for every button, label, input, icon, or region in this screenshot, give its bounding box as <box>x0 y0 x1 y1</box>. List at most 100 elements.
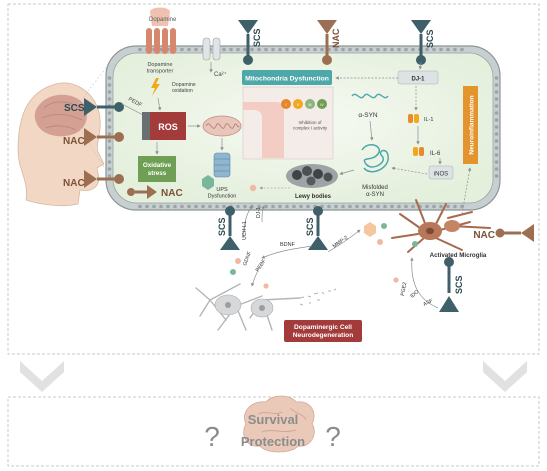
uch-l1-arrow <box>242 205 253 239</box>
asf-label: ASF <box>422 298 434 308</box>
membrane-bead <box>494 118 499 122</box>
il1-label: IL-1 <box>424 117 433 123</box>
membrane-bead <box>369 47 373 52</box>
proteasome-icon <box>213 152 231 178</box>
membrane-beads <box>107 47 499 209</box>
misfolded-to-lewy-arrow <box>339 169 355 175</box>
scs-label-bottom-1: SCS <box>217 217 227 236</box>
membrane-bead <box>152 204 156 209</box>
membrane-bead <box>369 204 373 209</box>
alpha-syn-strand <box>351 93 389 99</box>
membrane-bead <box>299 204 303 209</box>
chevron-down-icon-right <box>483 361 527 392</box>
membrane-bead <box>107 146 112 150</box>
membrane-bead <box>243 204 247 209</box>
membrane-bead <box>494 83 499 87</box>
nac-receptor-left-2: NAC <box>63 170 124 189</box>
membrane-bead <box>180 47 184 52</box>
orange-hexagon-icon <box>364 222 376 237</box>
membrane-bead <box>194 204 198 209</box>
membrane-bead <box>397 47 401 52</box>
membrane-bead <box>271 47 275 52</box>
activated-microglia-label: Activated Microglia <box>430 252 487 259</box>
membrane-bead <box>107 118 112 122</box>
gdnf-label: GDNF <box>242 251 253 267</box>
membrane-bead <box>494 174 499 178</box>
membrane-bead <box>494 139 499 143</box>
membrane-bead <box>292 47 296 52</box>
mmp2-arrow <box>327 229 361 253</box>
pink-factor-dot-2 <box>263 283 269 289</box>
membrane-bead <box>327 204 331 209</box>
pink-factor-dot-4 <box>393 277 399 283</box>
membrane-bead <box>362 204 366 209</box>
ros-box: ROS <box>142 112 186 140</box>
membrane-bead <box>107 76 112 80</box>
membrane-bead <box>107 174 112 178</box>
membrane-bead <box>236 47 240 52</box>
membrane-bead <box>446 47 450 52</box>
mitochondrion-icon <box>202 115 242 137</box>
membrane-bead <box>222 204 226 209</box>
membrane-bead <box>453 47 457 52</box>
il1-icon <box>408 114 419 123</box>
membrane-bead <box>313 47 317 52</box>
ido-label: IDO <box>409 289 420 300</box>
degenerating-neurons-icon <box>195 283 337 331</box>
scs-receptor-top-1: SCS <box>238 20 262 65</box>
pink-factor-dot-1 <box>235 258 241 264</box>
nac-receptor-left-1: NAC <box>63 128 124 147</box>
membrane-bead <box>285 204 289 209</box>
human-head-icon <box>17 82 105 207</box>
mito-dysfunction-label: Mitochondria Dysfunction <box>245 76 329 83</box>
ros-label: ROS <box>158 122 178 132</box>
membrane-bead <box>107 111 112 115</box>
dj1-arrow-label: DJ-1 <box>256 207 262 218</box>
mmp2-label: MMP-2 <box>332 235 349 250</box>
nac-label-left-1: NAC <box>63 136 85 147</box>
membrane-bead <box>306 47 310 52</box>
membrane-bead <box>320 47 324 52</box>
membrane-bead <box>383 204 387 209</box>
membrane-bead <box>432 47 436 52</box>
membrane-bead <box>348 47 352 52</box>
neuroinflammation-label: Neuroinflammation <box>469 95 476 154</box>
membrane-bead <box>208 204 212 209</box>
membrane-bead <box>494 146 499 150</box>
membrane-bead <box>494 132 499 136</box>
membrane-bead <box>299 47 303 52</box>
membrane-bead <box>145 204 149 209</box>
membrane-bead <box>390 204 394 209</box>
membrane-bead <box>460 47 464 52</box>
membrane-bead <box>494 104 499 108</box>
scs-label-bottom-2: SCS <box>305 217 315 236</box>
membrane-bead <box>159 204 163 209</box>
pink-factor-dot-3 <box>377 239 383 245</box>
alpha-syn-to-misfolded-arrow <box>369 120 374 141</box>
membrane-bead <box>264 204 268 209</box>
membrane-bead <box>494 167 499 171</box>
membrane-bead <box>138 204 142 209</box>
il6-label: IL-6 <box>430 151 441 157</box>
uch-l1-label: UCH-L1 <box>242 221 248 240</box>
membrane-bead <box>107 132 112 136</box>
membrane-bead <box>397 204 401 209</box>
growth-factor-arrow <box>250 261 263 287</box>
membrane-bead <box>107 167 112 171</box>
scs-receptor-bottom-1: SCS <box>217 206 240 250</box>
membrane-bead <box>494 160 499 164</box>
microglia-secretion-arrow <box>410 257 439 309</box>
membrane-bead <box>494 90 499 94</box>
green-factor-dot-1 <box>230 269 236 275</box>
membrane-bead <box>107 90 112 94</box>
membrane-bead <box>494 125 499 129</box>
protection-label: Protection <box>241 434 305 449</box>
membrane-bead <box>257 204 261 209</box>
pedf-label: PEDF <box>255 258 268 273</box>
dj1-lower-arrow <box>261 205 265 223</box>
membrane-bead <box>187 47 191 52</box>
